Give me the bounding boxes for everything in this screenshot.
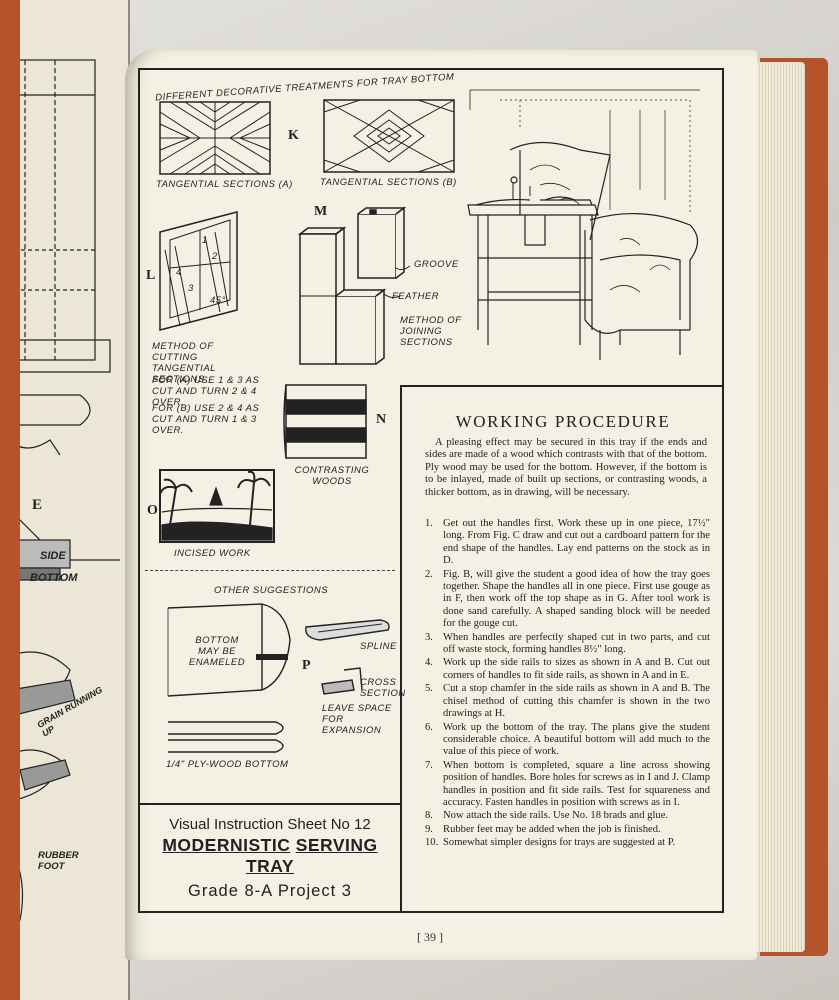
suggestions-divider: [145, 570, 395, 571]
l-number-3: 3: [188, 283, 194, 294]
procedure-step: 1. Get out the handles first. Work these …: [425, 518, 710, 568]
fig-letter-p: P: [302, 658, 311, 673]
step-number: 9.: [425, 823, 433, 835]
contrasting-woods-drawing: [283, 384, 367, 459]
incised-work-drawing: [159, 469, 275, 543]
step-number: 4.: [425, 657, 433, 669]
rubber-foot-label: RUBBER FOOT: [38, 850, 79, 872]
step-number: 8.: [425, 810, 433, 822]
step-number: 7.: [425, 759, 433, 771]
title-word-serving: SERVING: [295, 835, 378, 855]
spline-label: SPLINE: [360, 641, 397, 652]
chair-and-tray-scene: [467, 89, 700, 360]
incised-work-label: INCISED WORK: [174, 548, 251, 559]
tangential-sections-a-drawing: [159, 101, 271, 175]
leave-space-label: LEAVE SPACE FOR EXPANSION: [322, 703, 392, 736]
step-text: Somewhat simpler designs for trays are s…: [443, 837, 676, 849]
procedure-step: 3. When handles are perfectly shaped cut …: [425, 632, 710, 657]
step-number: 5.: [425, 683, 433, 695]
step-text: When bottom is completed, square a line …: [443, 759, 710, 808]
sheet-title-block: Visual Instruction Sheet No 12 MODERNIST…: [140, 808, 400, 901]
fig-letter-k: K: [288, 128, 299, 143]
procedure-intro: A pleasing effect may be secured in this…: [425, 437, 707, 498]
fig-letter-o: O: [147, 503, 158, 518]
grade-project-line: Grade 8-A Project 3: [188, 882, 352, 900]
l-number-2: 2: [212, 251, 218, 262]
step-text: Work up the side rails to sizes as shown…: [443, 657, 710, 681]
step-number: 1.: [425, 518, 433, 529]
page-number: [ 39 ]: [417, 930, 443, 944]
cutting-sections-drawing: [159, 211, 238, 331]
bottom-label: BOTTOM: [30, 572, 78, 584]
procedure-border-left: [400, 385, 402, 913]
left-cover-edge: [0, 0, 20, 1000]
l-angle-45: 45°: [210, 295, 226, 306]
method-joining-label: METHOD OF JOINING SECTIONS: [400, 315, 462, 348]
procedure-step: 4. Work up the side rails to sizes as sho…: [425, 657, 710, 682]
side-label: SIDE: [40, 550, 66, 562]
fig-letter-l: L: [146, 268, 156, 283]
joining-sections-drawing: [297, 206, 411, 365]
working-procedure-heading: WORKING PROCEDURE: [455, 412, 671, 431]
step-text: Get out the handles first. Work these up…: [443, 518, 710, 567]
procedure-border-top: [400, 385, 724, 387]
step-text: Rubber feet may be added when the job is…: [443, 823, 661, 835]
procedure-steps: 1. Get out the handles first. Work these …: [425, 518, 710, 851]
tangential-sections-b-drawing: [323, 99, 455, 173]
sheet-number-line: Visual Instruction Sheet No 12: [169, 816, 371, 833]
contrasting-woods-label: CONTRASTING WOODS: [294, 465, 370, 487]
left-page: E SIDE BOTTOM GRAIN RUNNING UP RUBBER FO…: [0, 0, 130, 1000]
procedure-step: 8. Now attach the side rails. Use No. 18 …: [425, 810, 710, 822]
plywood-bottom-label: 1/4" PLY-WOOD BOTTOM: [166, 759, 289, 770]
other-suggestions-label: OTHER SUGGESTIONS: [214, 585, 329, 596]
step-number: 3.: [425, 631, 433, 643]
groove-label: GROOVE: [414, 259, 459, 270]
procedure-step: 5. Cut a stop chamfer in the side rails a…: [425, 683, 710, 720]
l-number-1: 1: [202, 235, 208, 246]
step-text: Now attach the side rails. Use No. 18 br…: [443, 810, 669, 822]
sheet-frame: [138, 68, 724, 913]
other-suggestions-drawing: [167, 603, 390, 753]
fig-letter-e: E: [32, 497, 43, 513]
for-b-label: FOR (B) USE 2 & 4 AS CUT AND TURN 1 & 3 …: [152, 403, 260, 436]
fig-letter-m: M: [314, 204, 328, 219]
for-a-label: FOR (A) USE 1 & 3 AS CUT AND TURN 2 & 4 …: [152, 375, 260, 408]
cross-section-label: CROSS SECTION: [360, 677, 406, 699]
step-number: 2.: [425, 568, 433, 580]
fig-letter-n: N: [376, 412, 387, 427]
step-text: Cut a stop chamfer in the side rails as …: [443, 683, 710, 720]
step-number: 6.: [425, 721, 433, 733]
title-divider: [138, 803, 402, 805]
tangential-a-label: TANGENTIAL SECTIONS (A): [156, 179, 293, 190]
bottom-enameled-label: BOTTOM MAY BE ENAMELED: [188, 635, 246, 668]
project-title: MODERNISTIC SERVING TRAY: [140, 835, 400, 877]
step-text: When handles are perfectly shaped cut in…: [443, 631, 710, 656]
procedure-step: 6. Work up the bottom of the tray. The pl…: [425, 722, 710, 759]
procedure-step: 9. Rubber feet may be added when the job …: [425, 824, 710, 836]
procedure-step: 7. When bottom is completed, square a lin…: [425, 760, 710, 810]
step-number: 10.: [425, 837, 439, 849]
step-text: Work up the bottom of the tray. The plan…: [443, 721, 710, 758]
procedure-step: 10. Somewhat simpler designs for trays ar…: [425, 837, 710, 849]
title-word-modernistic: MODERNISTIC: [162, 835, 291, 855]
l-number-4: 4: [176, 267, 182, 278]
feather-label: FEATHER: [392, 291, 440, 302]
step-text: Fig. B, will give the student a good ide…: [443, 568, 710, 630]
method-cutting-label: METHOD OF CUTTING TANGENTIAL SECTIONS: [152, 341, 216, 385]
procedure-step: 2. Fig. B, will give the student a good i…: [425, 569, 710, 631]
title-word-tray: TRAY: [245, 856, 295, 876]
tangential-b-label: TANGENTIAL SECTIONS (B): [320, 177, 457, 188]
